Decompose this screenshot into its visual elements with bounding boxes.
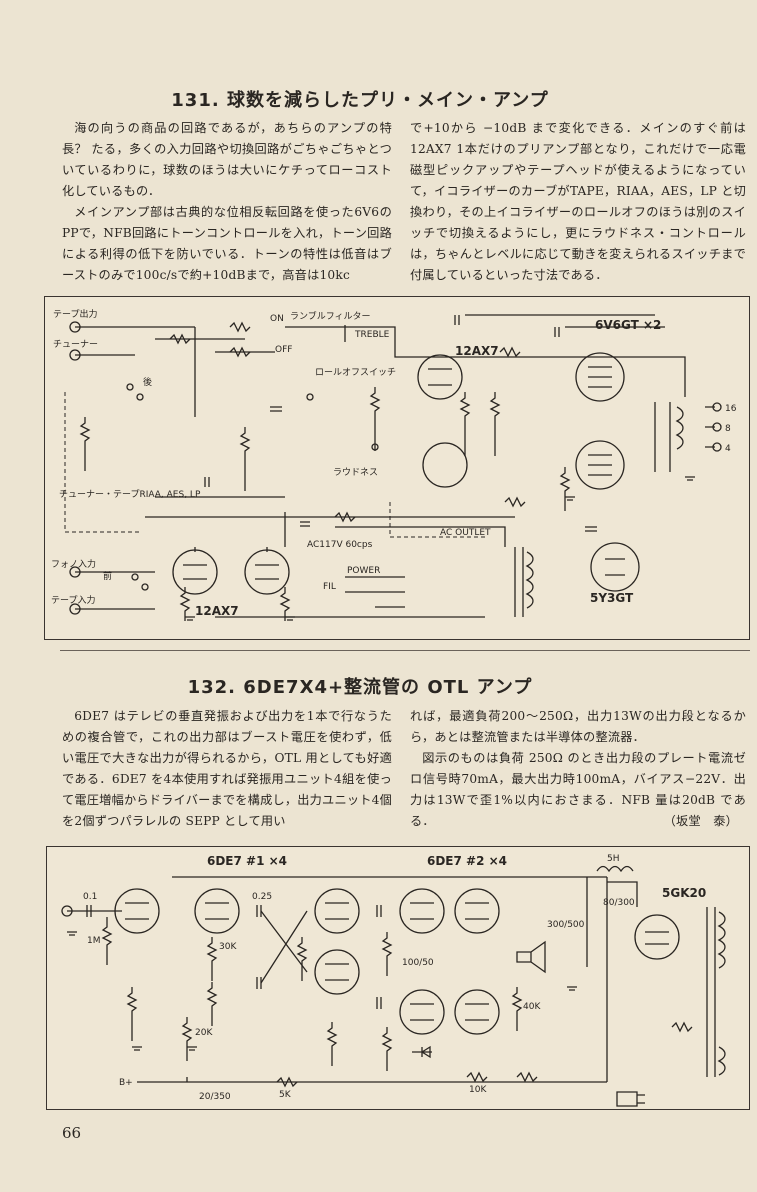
schematic-131-eq-selector-label: チューナー・テープRIAA, AES, LP (59, 489, 201, 500)
schematic-132-r-30k: 30K (219, 942, 237, 952)
schematic-132-c-300-500: 300/500 (547, 920, 585, 930)
schematic-132-r-5k: 5K (279, 1090, 292, 1100)
schematic-132-drawing: 6DE7 #1 ×4 6DE7 #2 ×4 5GK20 5H B+ 1M 30K… (61, 854, 726, 1107)
schematic-131-fil-label: FIL (323, 582, 336, 592)
schematic-132-c-025: 0.25 (252, 892, 272, 902)
schematic-132-bplus-label: B+ (119, 1078, 133, 1088)
schematic-131: 6V6GT ×2 12AX7 12AX7 5Y3GT TREBLE テープ出力 … (44, 296, 750, 640)
schematic-132-c-80-300: 80/300 (603, 898, 635, 908)
article-132-paragraph: れば，最適負荷200〜250Ω，出力13Wの出力段となるから，あとは整流管または… (410, 709, 746, 744)
page-number: 66 (62, 1124, 82, 1142)
article-131-title: 131. 球数を減らしたプリ・メイン・アンプ (171, 90, 549, 111)
article-132-title: 132. 6DE7X4+整流管の OTL アンプ (187, 677, 533, 698)
article-131-paragraph: で+10から −10dB まで変化できる．メインのすぐ前は12AX7 1本だけの… (410, 121, 746, 282)
schematic-131-rumble-label: ランブルフィルター (290, 310, 371, 322)
article-131-left-column: 海の向うの商品の回路であるが，あちらのアンプの特長？ たる，多くの入力回路や切換… (62, 118, 392, 286)
separator-line (60, 650, 750, 651)
schematic-131-tuner-label: チューナー (53, 339, 98, 350)
article-132-left-column: 6DE7 はテレビの垂直発振および出力を1本で行なうための複合管で，これの出力部… (62, 706, 392, 832)
schematic-131-tube-12ax7-b: 12AX7 (195, 604, 239, 618)
schematic-131-rear-label: 後 (143, 376, 152, 388)
schematic-131-tube-5y3gt: 5Y3GT (590, 591, 634, 605)
article-131-right-column: で+10から −10dB まで変化できる．メインのすぐ前は12AX7 1本だけの… (410, 118, 746, 286)
schematic-131-on-label: ON (270, 314, 284, 324)
schematic-132-tube-b: 6DE7 #2 ×4 (427, 854, 507, 868)
schematic-131-out-4: 4 (725, 444, 731, 454)
schematic-131-tape-in-label: テープ入力 (51, 594, 95, 606)
article-132-paragraph: 図示のものは負荷 250Ω のとき出力段のプレート電流ゼロ信号時70mA，最大出… (410, 751, 746, 828)
schematic-132-r-1m: 1M (87, 936, 101, 946)
schematic-132-tube-a: 6DE7 #1 ×4 (207, 854, 287, 868)
article-132-paragraph: 6DE7 はテレビの垂直発振および出力を1本で行なうための複合管で，これの出力部… (62, 709, 392, 828)
article-131-paragraph: メインアンプ部は古典的な位相反転回路を使った6V6のPPで，NFB回路にトーンコ… (62, 205, 392, 282)
schematic-131-phono-in-label: フォノ入力 (51, 558, 96, 570)
schematic-131-front-label: 前 (103, 570, 112, 582)
schematic-131-tube-6v6: 6V6GT ×2 (595, 318, 661, 332)
schematic-131-ac-outlet-label: AC OUTLET (440, 528, 491, 538)
schematic-132-c-01: 0.1 (83, 892, 97, 902)
schematic-132-r-20k: 20K (195, 1028, 213, 1038)
schematic-131-loudness-label: ラウドネス (333, 467, 378, 478)
schematic-131-off-label: OFF (275, 345, 292, 355)
schematic-132-c-20-350: 20/350 (199, 1092, 231, 1102)
schematic-131-rolloff-label: ロールオフスイッチ (315, 367, 396, 378)
schematic-132-r-10k: 10K (469, 1085, 487, 1095)
article-132-right-column: れば，最適負荷200〜250Ω，出力13Wの出力段となるから，あとは整流管または… (410, 706, 746, 832)
schematic-131-tube-12ax7-a: 12AX7 (455, 344, 499, 358)
schematic-131-out-8: 8 (725, 424, 731, 434)
schematic-131-ac-label: AC117V 60cps (307, 540, 373, 550)
schematic-132-r-40k: 40K (523, 1002, 541, 1012)
schematic-131-tape-out-label: テープ出力 (53, 308, 97, 320)
schematic-131-out-16: 16 (725, 404, 737, 414)
schematic-132-choke-label: 5H (607, 854, 620, 864)
schematic-132-tube-rect: 5GK20 (662, 886, 706, 900)
schematic-131-drawing: 6V6GT ×2 12AX7 12AX7 5Y3GT TREBLE テープ出力 … (51, 308, 737, 621)
article-132-author: （坂堂 泰） (663, 814, 738, 828)
article-131-paragraph: 海の向うの商品の回路であるが，あちらのアンプの特長？ たる，多くの入力回路や切換… (62, 121, 392, 198)
schematic-132: 6DE7 #1 ×4 6DE7 #2 ×4 5GK20 5H B+ 1M 30K… (46, 846, 750, 1110)
schematic-131-power-label: POWER (347, 566, 380, 576)
schematic-131-treble-label: TREBLE (354, 330, 390, 340)
schematic-132-c-100-50: 100/50 (402, 958, 434, 968)
